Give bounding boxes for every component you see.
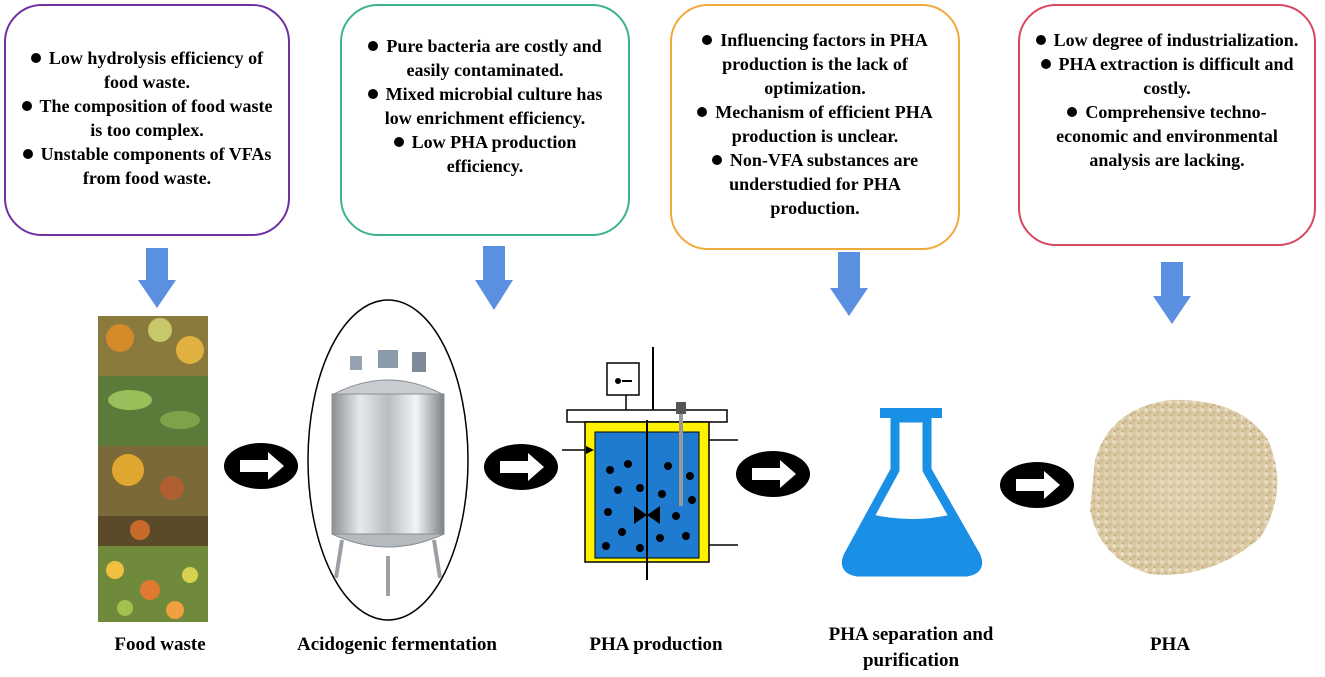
fermentation-tank-icon (307, 299, 469, 621)
down-arrow-3 (830, 252, 868, 316)
challenge-box-fermentation: Pure bacteria are costly and easily cont… (340, 4, 630, 236)
bullet-icon (1040, 58, 1051, 69)
challenge-item: PHA extraction is difficult and costly. (1032, 52, 1302, 100)
bullet-icon (1035, 34, 1046, 45)
stage-label-pha: PHA (1149, 634, 1191, 655)
challenge-item: Mechanism of efficient PHA production is… (684, 100, 946, 148)
challenge-item: The composition of food waste is too com… (16, 94, 278, 142)
down-arrow-2 (475, 246, 513, 310)
bullet-icon (30, 52, 41, 63)
food-waste-image (98, 316, 208, 622)
process-arrow-4 (1000, 462, 1074, 508)
bullet-icon (22, 148, 33, 159)
challenge-item: Mixed microbial culture has low enrichme… (354, 82, 616, 130)
bullet-icon (711, 154, 722, 165)
flask-icon (841, 408, 983, 577)
challenge-item: Influencing factors in PHA production is… (684, 28, 946, 100)
pha-pellets-image (1090, 399, 1278, 575)
challenge-item: Low degree of industrialization. (1032, 28, 1302, 52)
challenge-box-pha-production: Influencing factors in PHA production is… (670, 4, 960, 250)
bullet-icon (702, 34, 713, 45)
process-arrow-2 (484, 444, 558, 490)
down-arrow-1 (138, 248, 176, 308)
bullet-icon (21, 100, 32, 111)
challenge-item: Comprehensive techno-economic and enviro… (1056, 102, 1278, 170)
process-arrow-3 (736, 451, 810, 497)
challenge-item: Non-VFA substances are understudied for … (684, 148, 946, 220)
challenge-item: Low hydrolysis efficiency of food waste. (16, 46, 278, 94)
bullet-icon (697, 106, 708, 117)
stage-label-pha-production: PHA production (589, 634, 723, 655)
bullet-icon (368, 40, 379, 51)
bullet-icon (1067, 106, 1078, 117)
stage-label-food-waste: Food waste (114, 634, 206, 655)
pha-reactor-icon (562, 347, 738, 580)
process-arrow-1 (224, 443, 298, 489)
challenge-item: Pure bacteria are costly and easily cont… (354, 34, 616, 82)
stage-label-pha-separation: PHA separation and purification (828, 624, 994, 671)
down-arrow-4 (1153, 262, 1191, 324)
challenge-box-food-waste: Low hydrolysis efficiency of food waste.… (4, 4, 290, 236)
challenge-item: Low PHA production efficiency. (354, 130, 616, 178)
bullet-icon (393, 136, 404, 147)
challenge-box-separation: Low degree of industrialization. PHA ext… (1018, 4, 1316, 246)
stage-label-acidogenic-fermentation: Acidogenic fermentation (297, 634, 497, 655)
challenge-item: Unstable components of VFAs from food wa… (16, 142, 278, 190)
bullet-icon (367, 88, 378, 99)
